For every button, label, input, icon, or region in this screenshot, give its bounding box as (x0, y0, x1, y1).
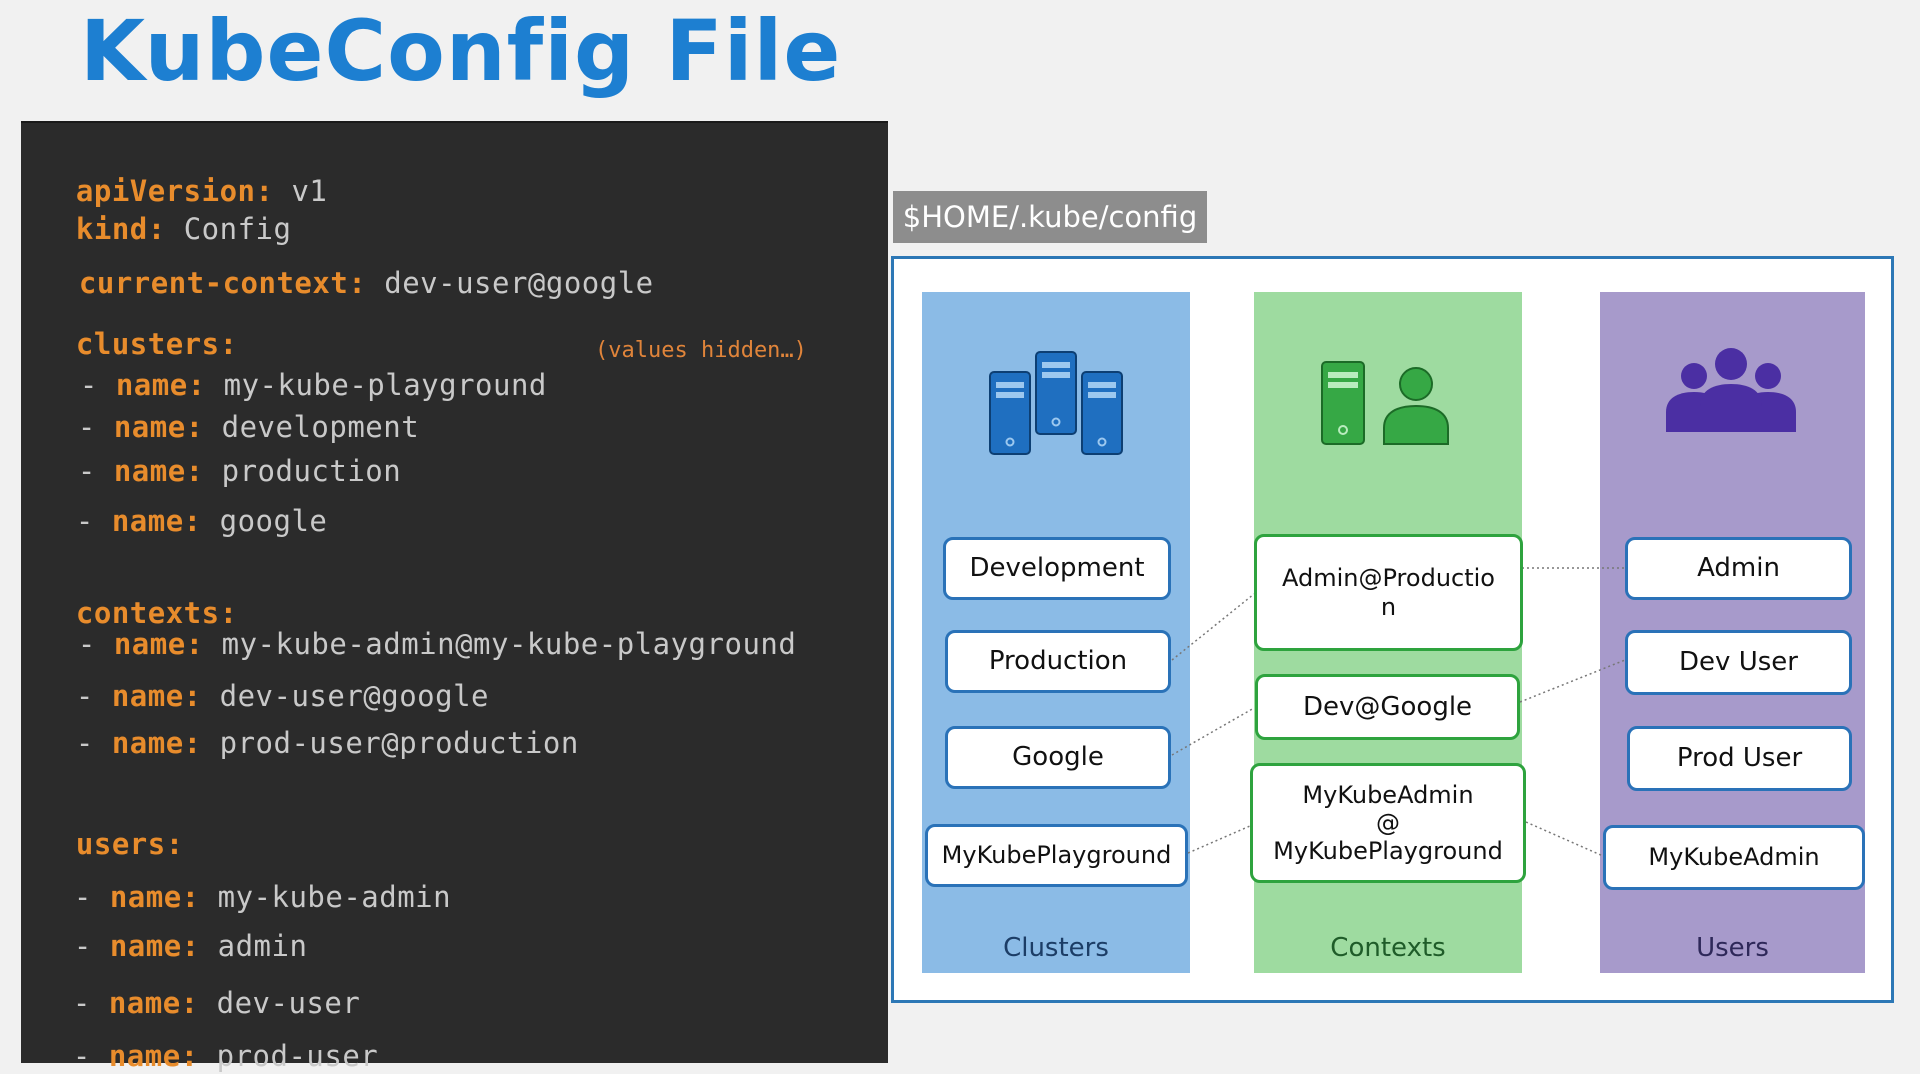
values-hidden-note: (values hidden…) (595, 338, 807, 363)
link-production-admin-context (1171, 593, 1255, 661)
yaml-line: - name: dev-user (37, 949, 360, 1021)
yaml-line: - name: my-kube-admin@my-kube-playground (42, 590, 796, 662)
yaml-dash: - (75, 679, 112, 713)
yaml-dash: - (79, 368, 116, 402)
users-column-label: Users (1696, 933, 1769, 963)
server-user-icon (1321, 361, 1449, 445)
yaml-dash: - (75, 726, 112, 760)
user-admin: Admin (1625, 537, 1852, 600)
yaml-dash: - (77, 410, 114, 444)
yaml-key: name: (115, 368, 206, 402)
yaml-key: name: (113, 410, 204, 444)
yaml-line: - name: development (42, 373, 419, 445)
yaml-value: my-kube-admin@my-kube-playground (203, 627, 797, 661)
page-title: KubeConfig File (80, 2, 842, 100)
yaml-value: dev-user@google (201, 679, 490, 713)
context-admin-production-label: Admin@Production (1282, 563, 1495, 621)
yaml-key: apiVersion: (75, 174, 274, 208)
yaml-line: clusters: (40, 290, 238, 362)
yaml-line: - name: production (42, 417, 401, 489)
yaml-line: - name: admin (38, 892, 307, 964)
user-mykubeadmin: MyKubeAdmin (1603, 825, 1865, 890)
yaml-value: my-kube-playground (205, 368, 547, 402)
yaml-key: current-context: (78, 266, 367, 300)
yaml-value: Config (165, 212, 292, 246)
cluster-mykubeplayground: MyKubePlayground (925, 824, 1188, 887)
yaml-value: v1 (273, 174, 328, 208)
yaml-key: kind: (75, 212, 166, 246)
yaml-line: users: (40, 790, 184, 862)
yaml-line: - name: my-kube-admin (38, 843, 451, 915)
yaml-value: prod-user@production (201, 726, 579, 760)
yaml-key: name: (109, 929, 200, 963)
yaml-value: google (201, 504, 328, 538)
user-prod-user: Prod User (1627, 726, 1852, 791)
yaml-value: my-kube-admin (199, 880, 452, 914)
yaml-value: production (203, 454, 402, 488)
clusters-column-label: Clusters (1003, 933, 1109, 963)
link-google-dev-context (1171, 707, 1255, 756)
yaml-dash: - (73, 929, 110, 963)
yaml-key: name: (111, 679, 202, 713)
yaml-value: dev-user (198, 986, 361, 1020)
yaml-key: contexts: (75, 596, 238, 630)
yaml-key: users: (75, 827, 184, 861)
yaml-value: dev-user@google (366, 266, 654, 300)
yaml-key: name: (108, 986, 199, 1020)
yaml-line: contexts: (40, 559, 238, 631)
user-group-icon (1666, 348, 1796, 432)
yaml-key: name: (113, 454, 204, 488)
user-dev-user: Dev User (1625, 630, 1852, 695)
yaml-line: apiVersion: v1 (40, 137, 327, 209)
yaml-line: - name: my-kube-playground (44, 331, 547, 403)
contexts-column-label: Contexts (1330, 933, 1446, 963)
link-playground-mykubeadmin-context (1187, 825, 1251, 854)
server-rack-icon (989, 351, 1123, 455)
yaml-line: - name: google (40, 467, 327, 539)
yaml-dash: - (72, 986, 109, 1020)
yaml-key: clusters: (75, 327, 238, 361)
cluster-development: Development (943, 537, 1171, 600)
yaml-line: kind: Config (40, 175, 291, 247)
yaml-line: - name: dev-user@google (40, 642, 489, 714)
config-path-label: $HOME/.kube/config (893, 191, 1207, 243)
yaml-value: development (203, 410, 420, 444)
yaml-dash: - (77, 454, 114, 488)
yaml-line: - name: prod-user@production (40, 689, 579, 761)
cluster-production: Production (945, 630, 1171, 693)
yaml-key: name: (113, 627, 204, 661)
yaml-code-panel (21, 121, 888, 1063)
yaml-key: name: (109, 880, 200, 914)
yaml-value: admin (199, 929, 308, 963)
yaml-dash: - (73, 880, 110, 914)
cluster-google: Google (945, 726, 1171, 789)
link-mykubeadmin-context-user (1525, 821, 1604, 857)
yaml-line: current-context: dev-user@google (43, 229, 654, 301)
yaml-key: name: (111, 726, 202, 760)
context-mykubeadmin-mykubeplayground: MyKubeAdmin @ MyKubePlayground (1250, 763, 1526, 883)
context-dev-google: Dev@Google (1255, 674, 1520, 740)
yaml-key: name: (111, 504, 202, 538)
link-dev-context-dev-user (1519, 659, 1626, 703)
yaml-dash: - (77, 627, 114, 661)
context-admin-production: Admin@Production (1254, 534, 1523, 651)
yaml-dash: - (75, 504, 112, 538)
connector-lines (1171, 567, 1626, 857)
